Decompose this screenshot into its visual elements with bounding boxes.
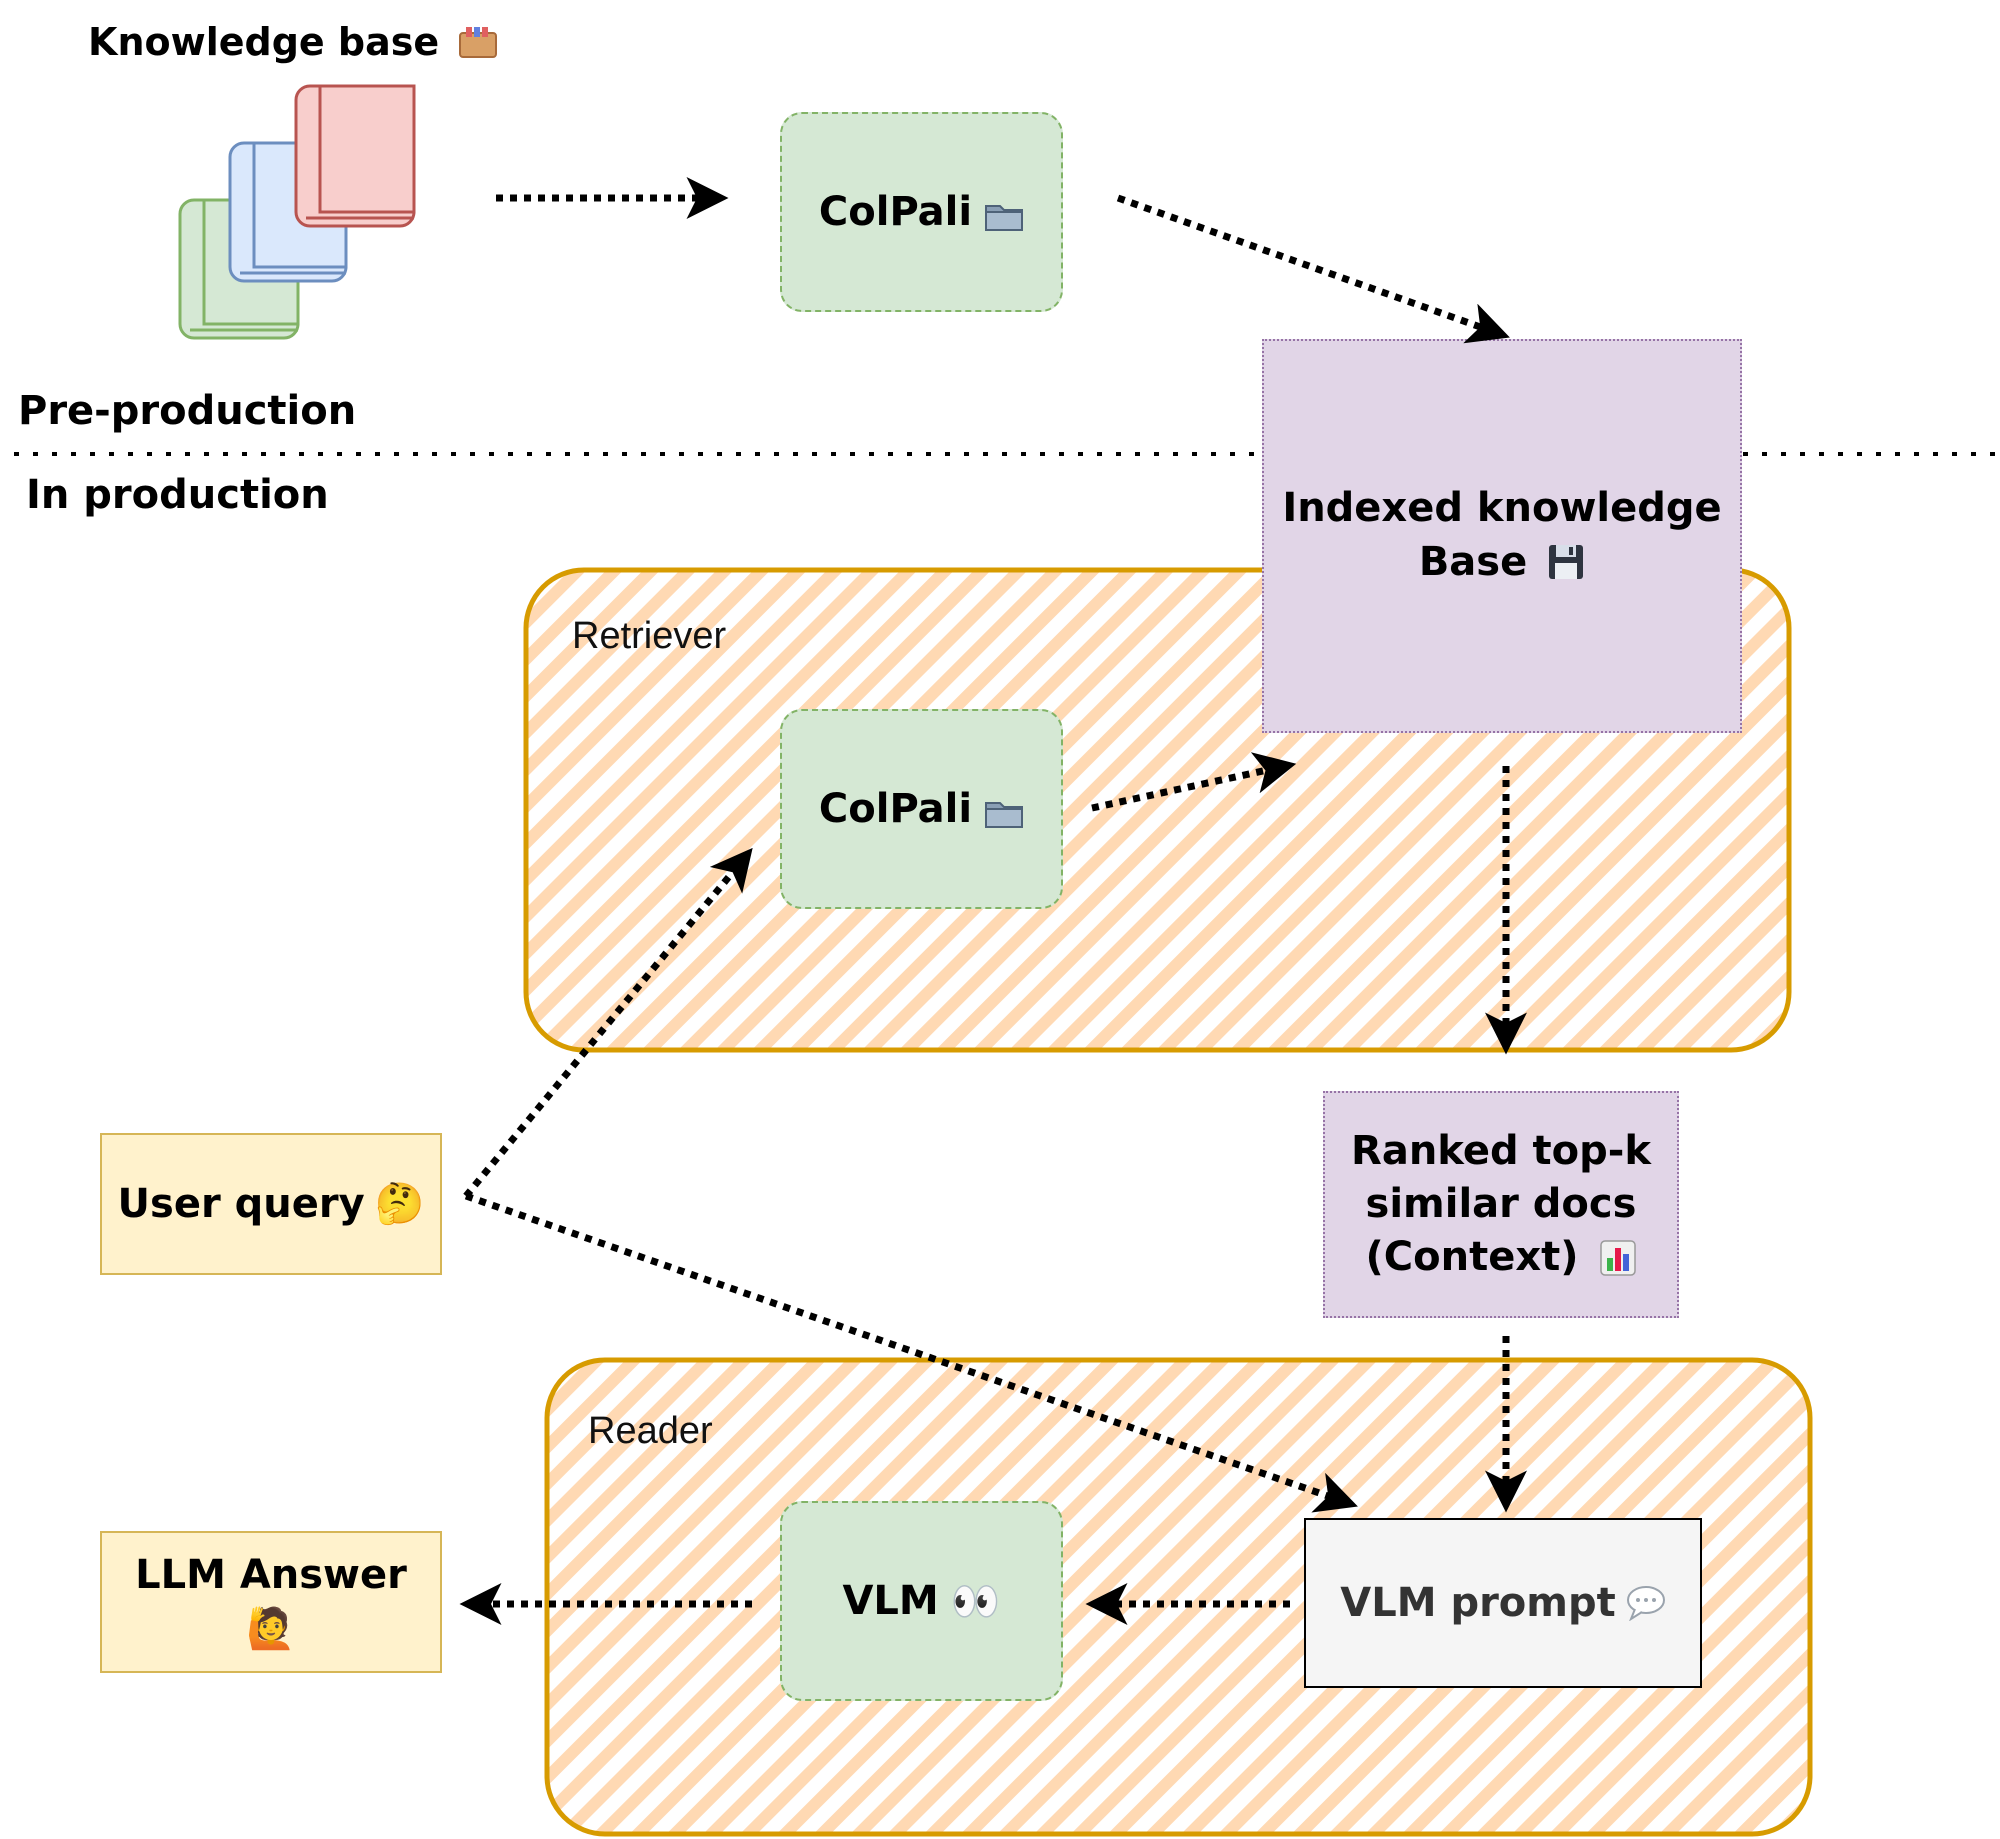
knowledge-base-title: Knowledge base [88,20,498,64]
retriever-label: Retriever [572,615,727,657]
indexed-kb-text: Indexed knowledge Base [1282,481,1721,589]
ranked-docs-line2: similar docs [1365,1181,1637,1228]
speech-bubble-icon [1626,1585,1666,1622]
ranked-docs-line3-row: (Context) [1351,1231,1651,1284]
ranked-docs-text: Ranked top-k similar docs (Context) [1351,1125,1651,1283]
llm-answer-label: LLM Answer [135,1552,407,1598]
arrow-colpali-to-index-query [1091,752,1297,812]
pre-production-label: Pre-production [18,388,357,434]
floppy-disk-icon [1547,541,1585,579]
user-query-node[interactable]: User query 🤔 [100,1133,442,1275]
arrow-colpali-to-index [1116,194,1510,344]
vlm-prompt-node[interactable]: VLM prompt [1304,1518,1702,1688]
vlm-prompt-label: VLM prompt [1340,1580,1616,1626]
ranked-docs-line1: Ranked top-k [1351,1128,1651,1175]
books-illustration [178,84,416,340]
indexed-kb-line2-row: Base [1282,535,1721,589]
vlm-node[interactable]: VLM 👀 [780,1501,1063,1701]
bar-chart-icon [1600,1237,1637,1276]
vlm-label: VLM [842,1578,939,1624]
indexed-knowledge-base-node[interactable]: Indexed knowledge Base [1262,339,1742,733]
ranked-docs-node[interactable]: Ranked top-k similar docs (Context) [1323,1091,1679,1318]
folder-icon [984,196,1024,231]
arrow-query-to-prompt [464,1192,1358,1513]
indexed-kb-line2: Base [1418,539,1528,585]
knowledge-base-label: Knowledge base [88,20,440,64]
colpali-label: ColPali [818,189,973,235]
eyes-icon: 👀 [950,1578,1001,1625]
colpali-retriever-label: ColPali [818,786,973,832]
ranked-docs-line3: (Context) [1365,1233,1579,1280]
llm-answer-node[interactable]: LLM Answer 🙋 [100,1531,442,1673]
reader-label: Reader [588,1410,713,1452]
colpali-preproduction-node[interactable]: ColPali [780,112,1063,312]
llm-answer-text: LLM Answer 🙋 [135,1548,407,1656]
thinking-face-icon: 🤔 [374,1181,425,1227]
person-raising-hand-icon: 🙋 [246,1606,296,1652]
card-index-icon [458,24,498,58]
user-query-label: User query [117,1181,365,1227]
folder-icon [984,793,1024,828]
colpali-retriever-node[interactable]: ColPali [780,709,1063,909]
indexed-kb-line1: Indexed knowledge [1282,485,1722,531]
in-production-label: In production [26,472,329,518]
arrow-query-to-colpali [463,847,753,1199]
